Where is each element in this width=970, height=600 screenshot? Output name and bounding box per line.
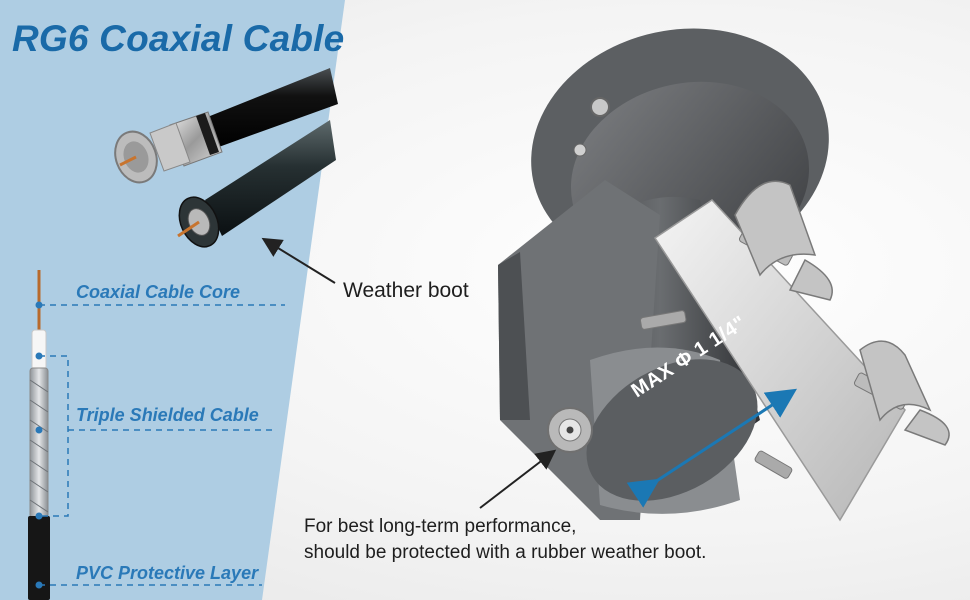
performance-note: For best long-term performance, should b… <box>304 514 706 566</box>
label-pvc-layer: PVC Protective Layer <box>76 563 259 583</box>
cable-layers-diagram <box>28 270 50 600</box>
label-cable-core: Coaxial Cable Core <box>76 282 241 302</box>
blue-panel <box>0 0 345 600</box>
wing-nut-icon <box>734 180 950 446</box>
dimension-arrow-icon <box>626 388 798 508</box>
note-line-1: For best long-term performance, <box>304 516 577 537</box>
weather-boot-cable-icon <box>177 120 336 248</box>
label-triple-shield: Triple Shielded Cable <box>76 405 259 425</box>
weather-boot-arrow-icon <box>261 237 336 284</box>
note-line-2: should be protected with a rubber weathe… <box>304 542 707 563</box>
leader-lines <box>39 304 285 586</box>
page-title: RG6 Coaxial Cable <box>12 18 345 59</box>
note-arrow-icon <box>479 449 557 509</box>
f-connector-icon <box>114 68 338 184</box>
label-weather-boot: Weather boot <box>343 279 469 302</box>
leader-dots <box>35 301 43 589</box>
